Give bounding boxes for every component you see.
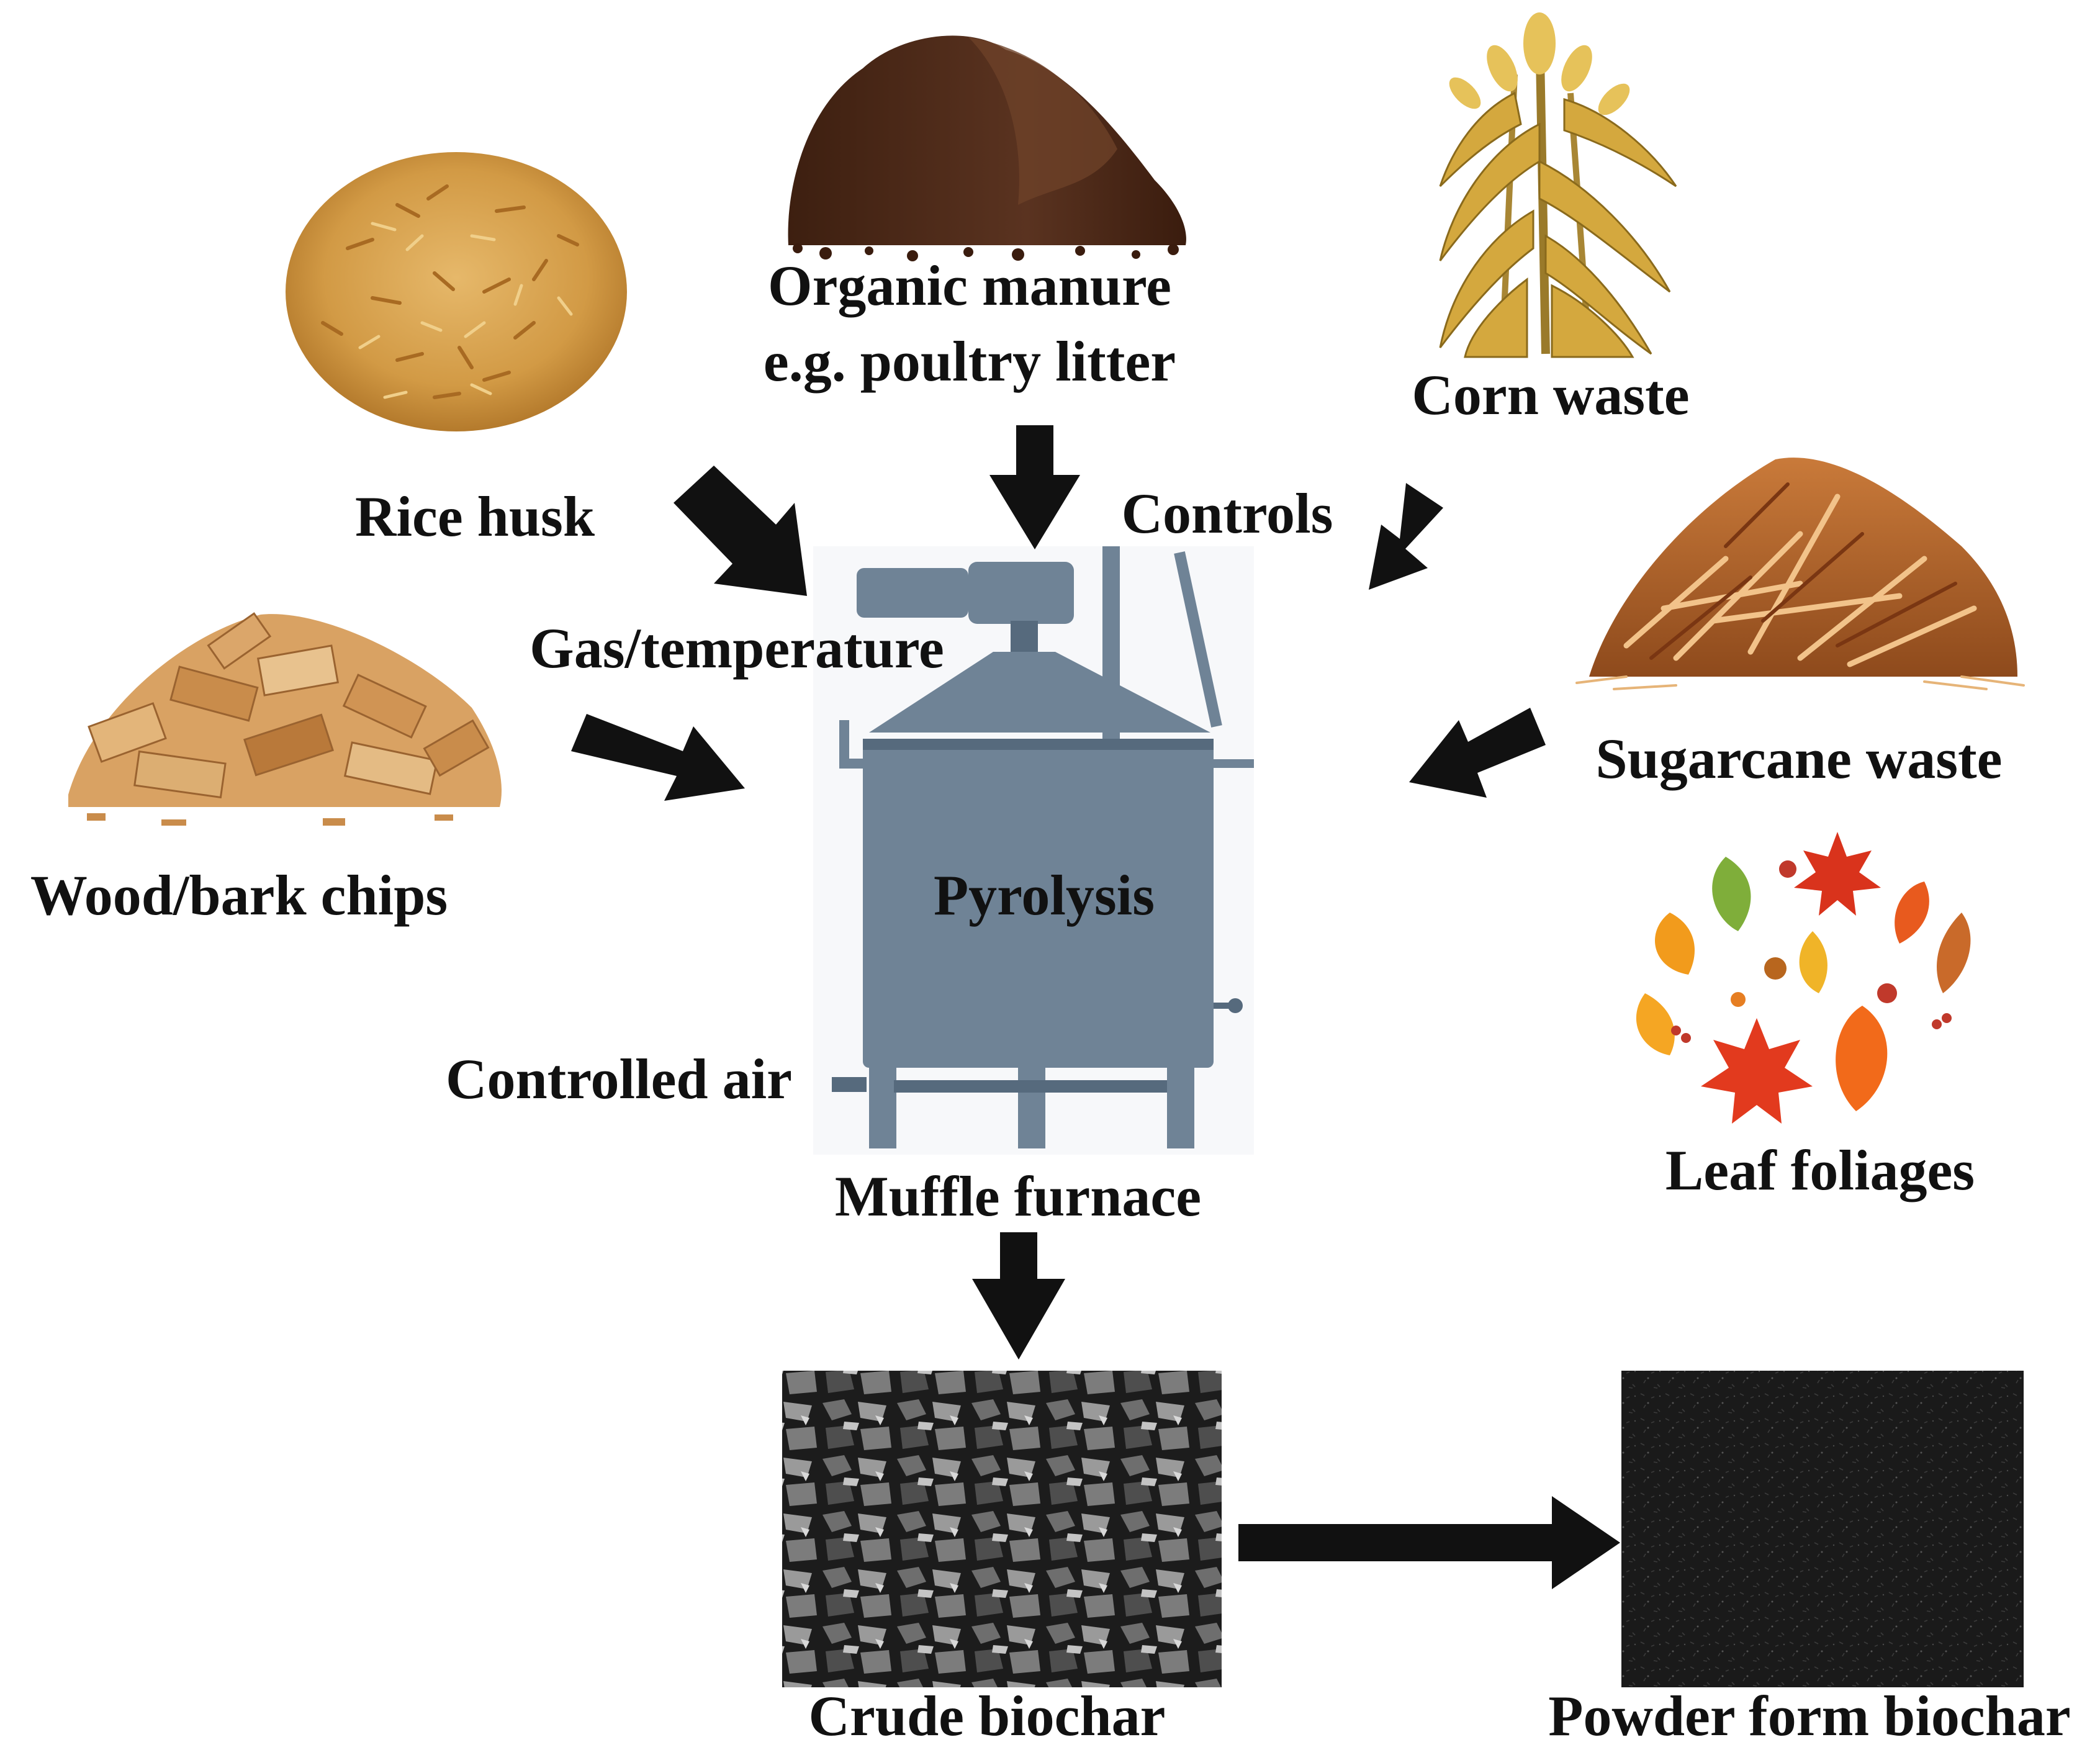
corn-waste-label: Corn waste bbox=[1412, 363, 1690, 426]
organic-manure-label: Organic manure bbox=[768, 254, 1171, 317]
rice-husk-label: Rice husk bbox=[355, 485, 595, 548]
wood-chips-icon bbox=[68, 612, 502, 826]
muffle-furnace-icon bbox=[813, 546, 1254, 1155]
muffle-furnace-label: Muffle furnace bbox=[834, 1165, 1202, 1228]
wood-bark-chips-label: Wood/bark chips bbox=[30, 864, 448, 927]
arrow-rice-husk-to-furnace bbox=[674, 466, 807, 596]
controlled-air-label: Controlled air bbox=[446, 1047, 792, 1111]
poultry-litter-label: e.g. poultry litter bbox=[763, 330, 1176, 393]
arrow-furnace-to-crude-biochar bbox=[972, 1232, 1065, 1360]
powder-biochar-label: Powder form biochar bbox=[1548, 1684, 2071, 1748]
leaf-foliages-label: Leaf foliages bbox=[1665, 1139, 1975, 1202]
crude-biochar-icon bbox=[782, 1371, 1222, 1687]
sugarcane-bagasse-icon bbox=[1575, 458, 2025, 690]
sugarcane-waste-label: Sugarcane waste bbox=[1595, 727, 2003, 790]
rice-husk-pile-icon bbox=[286, 152, 627, 431]
pyrolysis-label: Pyrolysis bbox=[933, 864, 1155, 927]
corn-stalk-icon bbox=[1439, 12, 1677, 358]
controls-label: Controls bbox=[1121, 482, 1333, 545]
autumn-leaves-icon bbox=[1636, 832, 1971, 1124]
crude-biochar-label: Crude biochar bbox=[808, 1684, 1166, 1748]
arrow-crude-to-powder-biochar bbox=[1238, 1496, 1620, 1589]
arrow-corn-to-furnace bbox=[1369, 483, 1443, 590]
arrow-wood-chips-to-furnace bbox=[571, 714, 745, 801]
arrow-sugarcane-to-furnace bbox=[1409, 708, 1546, 798]
manure-pile-icon bbox=[788, 35, 1186, 261]
powder-biochar-icon bbox=[1621, 1371, 2024, 1687]
gas-temperature-label: Gas/temperature bbox=[530, 616, 944, 680]
arrow-manure-to-furnace bbox=[989, 425, 1080, 549]
